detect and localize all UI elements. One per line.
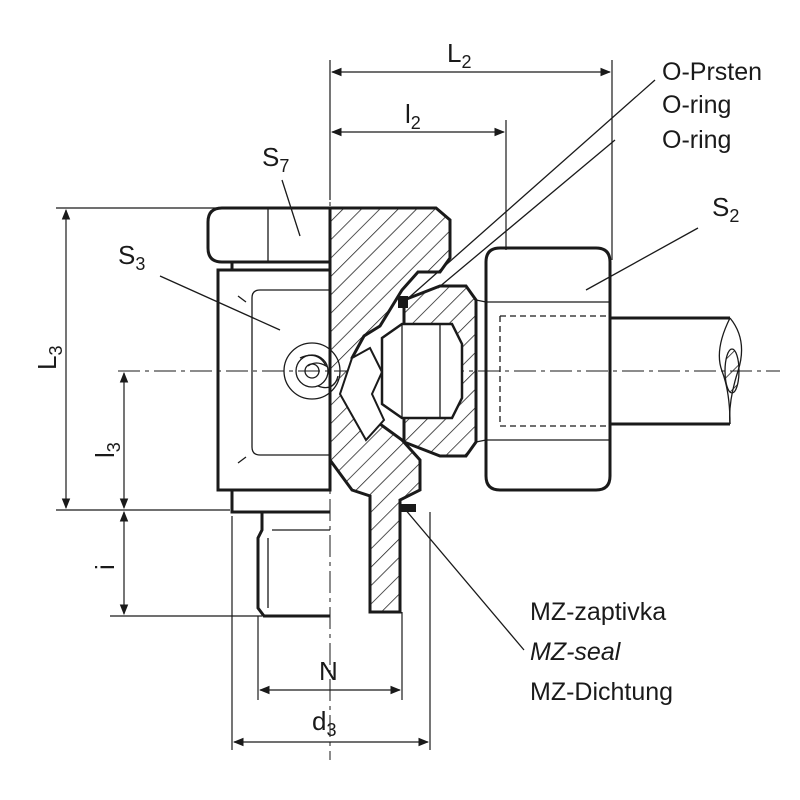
- dimension-lines: [56, 60, 613, 750]
- svg-text:L3: L3: [32, 346, 66, 370]
- dimension-labels: L2 l2 L3 l3 i N d3: [32, 38, 471, 740]
- leader-lines: [159, 79, 699, 651]
- label-l3: l3: [90, 442, 124, 458]
- oring-callout: O-Prsten O-ring O-ring: [662, 58, 762, 154]
- label-N: N: [319, 656, 338, 686]
- seal-callout: MZ-zaptivka MZ-seal MZ-Dichtung: [530, 598, 673, 706]
- label-d3: d3: [312, 706, 336, 740]
- label-L2: L2: [447, 38, 471, 72]
- top-hex-nut: [206, 206, 332, 264]
- oring-label-1: O-Prsten: [662, 58, 762, 86]
- o-ring-seal: [398, 296, 408, 308]
- label-S2: S2: [712, 192, 739, 226]
- seal-label-3: MZ-Dichtung: [530, 678, 673, 706]
- hex-nut-s2: [484, 246, 612, 492]
- label-L3: L3: [32, 346, 66, 370]
- label-i: i: [90, 564, 120, 570]
- label-S3: S3: [118, 240, 145, 274]
- union-nut: [380, 246, 612, 492]
- oring-label-2: O-ring: [662, 91, 731, 119]
- wrench-size-labels: S7 S3 S2: [118, 142, 739, 274]
- tube: [610, 316, 743, 426]
- svg-text:i: i: [90, 564, 120, 570]
- svg-text:l3: l3: [90, 442, 124, 458]
- label-S7: S7: [262, 142, 289, 176]
- oring-label-3: O-ring: [662, 126, 731, 154]
- mz-seal-ring: [400, 504, 416, 512]
- banjo-body-exterior: [206, 206, 341, 618]
- seal-label-1: MZ-zaptivka: [530, 598, 666, 626]
- seal-label-2: MZ-seal: [530, 638, 622, 666]
- banjo-block: [216, 268, 332, 492]
- threaded-stud: [256, 512, 330, 618]
- label-l2: l2: [405, 99, 421, 133]
